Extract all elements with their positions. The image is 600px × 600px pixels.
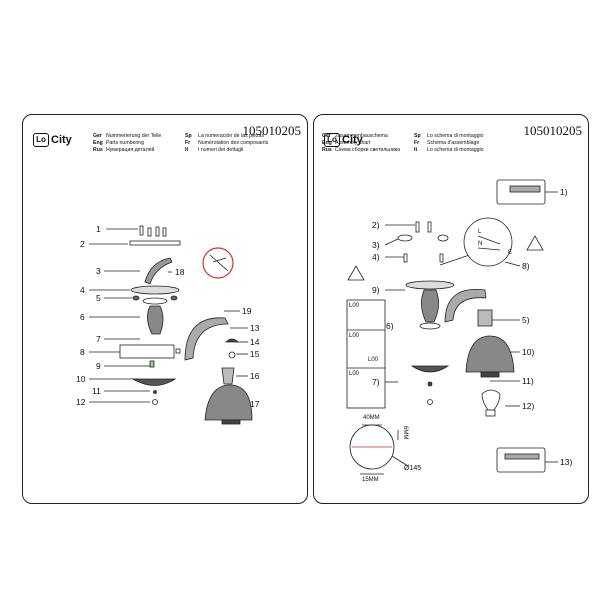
step-label: 1) — [560, 187, 568, 197]
step-label: 9) — [372, 285, 380, 295]
part-label: 9 — [96, 361, 101, 371]
loo-label: L00 — [349, 303, 360, 309]
dim-40mm: 40MM — [363, 415, 380, 421]
part-label: 15 — [250, 349, 260, 359]
part-label: 10 — [76, 374, 86, 384]
part-label: 3 — [96, 266, 101, 276]
dim-6mm: 6MM — [402, 426, 408, 440]
logo-text: City — [342, 134, 363, 146]
logo-text: City — [51, 134, 72, 146]
step-label: 10) — [522, 347, 535, 357]
wire-label-l: L — [478, 229, 482, 235]
part-label: 17 — [250, 399, 260, 409]
part-label: 19 — [242, 306, 252, 316]
step-label: 12) — [522, 401, 535, 411]
part-label: 4 — [80, 285, 85, 295]
step-label: 11) — [522, 376, 534, 386]
loo-label: L00 — [349, 333, 360, 339]
dim-diameter: Ø145 — [404, 465, 422, 472]
step-label: 13) — [560, 457, 573, 467]
part-label: 6 — [80, 312, 85, 322]
step-label: 6) — [386, 321, 394, 331]
connector-detail — [202, 247, 234, 279]
step-label: 2) — [372, 220, 380, 230]
part-label: 7 — [96, 334, 101, 344]
part-label: 2 — [80, 239, 85, 249]
step-label: 5) — [522, 315, 530, 325]
part-label: 18 — [175, 267, 185, 277]
part-label: 8 — [80, 347, 85, 357]
part-label: 14 — [250, 337, 260, 347]
step-label: 4) — [372, 252, 380, 262]
logo-mark: Lo — [33, 133, 49, 147]
product-code: 105010205 — [523, 123, 583, 138]
loo-label: L00 — [368, 357, 379, 363]
brand-logo: Lo City — [33, 133, 72, 147]
part-label: 13 — [250, 323, 260, 333]
brand-logo: Lo City — [324, 133, 363, 147]
dim-15mm: 15MM — [362, 477, 379, 483]
wire-label-n: N — [478, 241, 483, 247]
part-label: 11 — [92, 386, 101, 396]
part-label: 5 — [96, 293, 101, 303]
step-label: 7) — [372, 377, 380, 387]
wire-label-e: E — [508, 250, 513, 256]
loo-label: L00 — [349, 371, 360, 377]
product-code: 105010205 — [242, 123, 302, 138]
part-label: 1 — [96, 224, 101, 234]
logo-mark: Lo — [324, 133, 340, 147]
part-label: 16 — [250, 371, 260, 381]
part-label: 12 — [76, 397, 86, 407]
step-label: 8) — [522, 261, 530, 271]
step-label: 3) — [372, 240, 380, 250]
